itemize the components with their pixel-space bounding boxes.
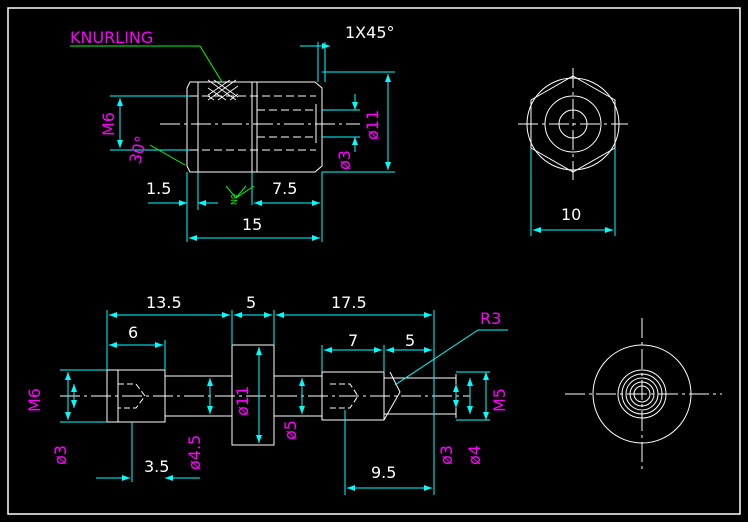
dim-thread-len-label: 7.5 [272, 179, 297, 198]
right-thread-label: M5 [490, 388, 509, 412]
hex-view [518, 68, 628, 236]
right-bore-label: ø3 [437, 445, 456, 465]
right-dia-label: ø4 [465, 445, 484, 465]
end-view [565, 318, 722, 470]
angle-label: 30° [126, 134, 152, 166]
dim-d-label: 6 [128, 323, 138, 342]
thread-m6-label: M6 [99, 112, 118, 136]
bore-dia-label: ø3 [335, 150, 354, 170]
bottom-view-parts [60, 344, 470, 446]
drawing-frame [7, 7, 741, 515]
rod-dia-label: ø5 [281, 420, 300, 440]
dim-a-label: 13.5 [146, 293, 182, 312]
knurling-label: KNURLING [70, 28, 153, 47]
dim-f-label: 5 [405, 331, 415, 350]
dim-g-label: 3.5 [144, 457, 169, 476]
bottom-view-dimensions [60, 310, 508, 495]
top-view-leaders [70, 45, 255, 199]
knurl-pattern [207, 79, 239, 101]
dim-c-label: 17.5 [331, 293, 367, 312]
dim-e-label: 7 [348, 331, 358, 350]
radius-label: R3 [480, 309, 501, 328]
chamfer-label: 1X45° [345, 23, 395, 42]
hex-across-flats-label: 10 [561, 205, 581, 224]
top-view-part [160, 81, 360, 173]
collar-dia-label: ø11 [233, 386, 252, 416]
outer-dia-label: ø11 [363, 110, 382, 140]
left-bore-label: ø3 [51, 445, 70, 465]
dim-h-label: 9.5 [371, 463, 396, 482]
dim-b-label: 5 [246, 293, 256, 312]
shaft-dia-label: ø4.5 [185, 435, 204, 470]
left-thread-label: M6 [25, 388, 44, 412]
dim-total-label: 15 [242, 215, 262, 234]
dim-left-label: 1.5 [146, 179, 171, 198]
top-view-dimensions [110, 42, 395, 242]
surface-finish-label: N9 [230, 194, 239, 205]
